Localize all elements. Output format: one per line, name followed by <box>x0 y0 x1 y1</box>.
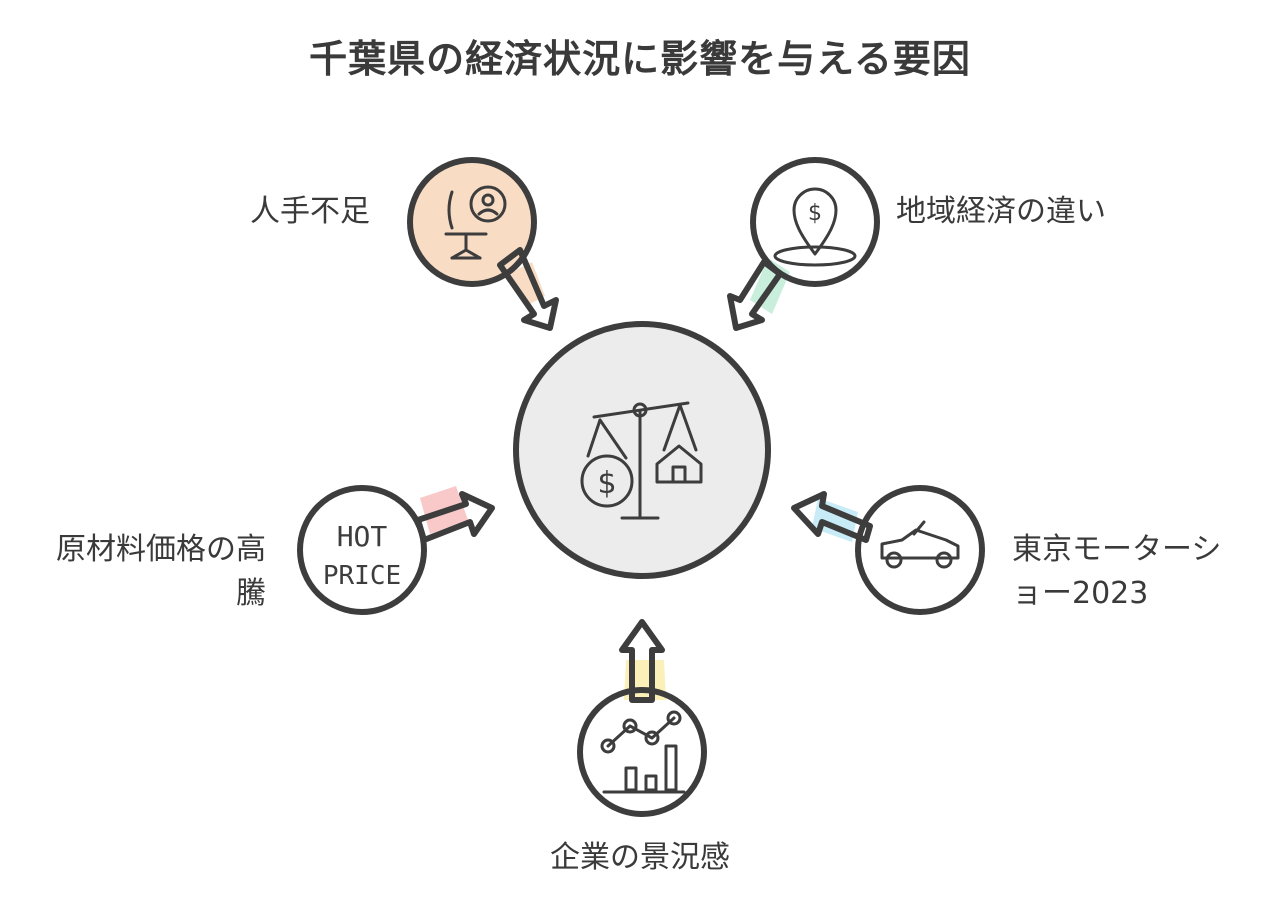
factor-regional-economy: $ <box>727 157 880 331</box>
factor-motor-show <box>791 485 985 615</box>
label-labor-shortage: 人手不足 <box>250 194 370 229</box>
map-pin-dollar-icon: $ <box>773 187 857 267</box>
label-raw-materials: 原材料価格の高 騰 <box>26 528 266 616</box>
label-regional-economy: 地域経済の違い <box>896 194 1106 229</box>
label-raw-materials-line2: 騰 <box>236 576 266 611</box>
svg-text:$: $ <box>597 466 616 501</box>
label-motor-show: 東京モーターシ ョー2023 <box>1012 528 1221 616</box>
center-hub: $ <box>513 321 771 579</box>
diagram-title: 千葉県の経済状況に影響を与える要因 <box>309 37 971 81</box>
label-business-sentiment: 企業の景況感 <box>550 840 730 875</box>
label-motor-show-line2: ョー2023 <box>1012 576 1149 611</box>
factor-raw-materials: HOT PRICE <box>297 485 495 615</box>
price-text: PRICE <box>323 561 401 591</box>
line-bar-chart-icon <box>600 710 686 794</box>
label-motor-show-line1: 東京モーターシ <box>1012 532 1222 567</box>
svg-text:$: $ <box>808 201 822 226</box>
hot-text: HOT <box>337 520 388 553</box>
factor-business-sentiment <box>577 619 707 817</box>
label-raw-materials-line1: 原材料価格の高 <box>56 532 266 567</box>
factor-labor-shortage <box>407 157 559 331</box>
hot-price-icon: HOT PRICE <box>323 520 401 591</box>
convertible-car-icon <box>880 520 960 569</box>
balance-scale-icon: $ <box>580 401 703 520</box>
office-chair-person-icon <box>444 185 507 260</box>
